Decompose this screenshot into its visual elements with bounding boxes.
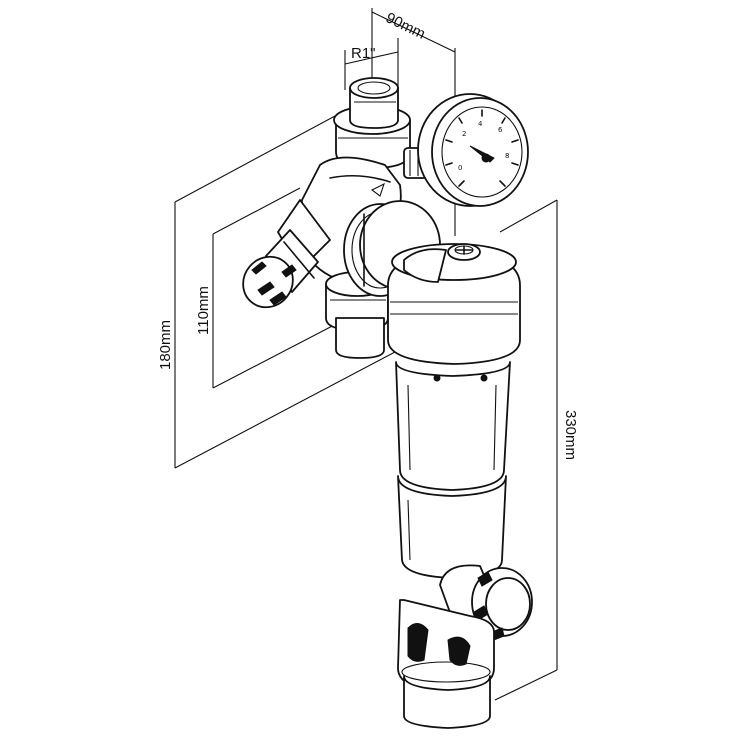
dim-110mm-label: 110mm — [195, 286, 212, 335]
bottom-outlet — [397, 599, 495, 729]
filter-head — [387, 243, 521, 365]
svg-text:0: 0 — [458, 164, 462, 172]
gauge-ticks — [445, 109, 519, 187]
dim-r1-label: R1" — [351, 45, 376, 62]
dim-180mm-label: 180mm — [157, 320, 174, 370]
dim-90mm-label: 90mm — [383, 9, 428, 43]
drain-knob — [439, 564, 533, 641]
filter-bowl — [395, 361, 511, 579]
inlet-connector — [333, 77, 411, 169]
svg-text:4: 4 — [478, 120, 483, 128]
pressure-gauge: 4 6 8 2 0 — [417, 93, 529, 207]
dim-330mm-label: 330mm — [562, 410, 579, 460]
svg-text:2: 2 — [462, 130, 466, 138]
dimension-lines — [174, 8, 558, 701]
svg-text:8: 8 — [505, 152, 509, 160]
svg-text:6: 6 — [498, 126, 503, 134]
side-valve — [242, 199, 331, 309]
head-cap — [447, 243, 481, 261]
